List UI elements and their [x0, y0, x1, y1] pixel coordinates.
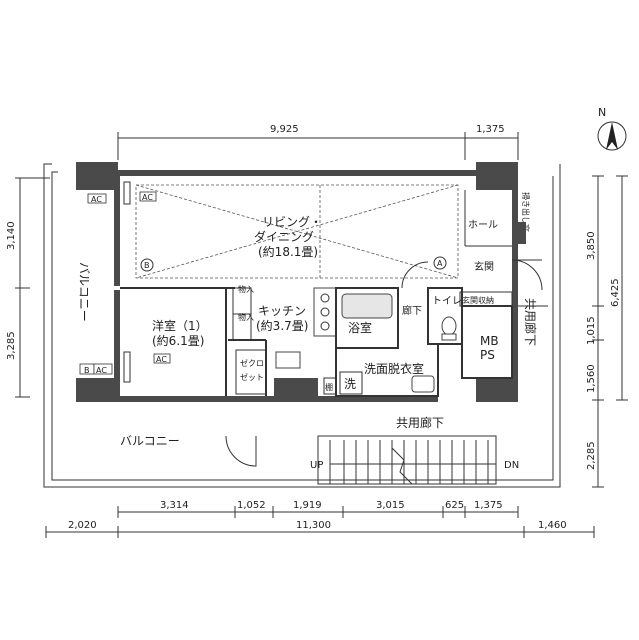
balcony-left-area: AC バルコニー B AC — [77, 193, 113, 375]
balcony-outline — [43, 163, 561, 488]
top-dimension-line: 9,925 1,375 — [117, 124, 519, 160]
common-corridor-right: 共用廊下 — [518, 298, 548, 346]
north-arrow: N — [597, 106, 627, 151]
ac-marker-2: AC — [142, 193, 153, 202]
dim-bottom-1: 3,314 — [160, 500, 189, 511]
common-corridor-right-label: 共用廊下 — [523, 298, 538, 346]
corridor-toilet: 廊下 トイレ — [401, 261, 463, 345]
columns — [76, 162, 518, 402]
entrance-storage-label: 玄関収納 — [462, 295, 494, 305]
toilet-label: トイレ — [432, 296, 462, 307]
bottom-dimension-lines: 3,314 1,052 1,919 3,015 625 1,375 2,020 … — [45, 500, 595, 538]
hall-label: ホール — [468, 219, 498, 231]
ceiling-marker-a: A — [437, 259, 443, 268]
washroom: 洗面脱衣室 洗 棚 — [323, 344, 439, 397]
dim-bottom-row2-3: 1,460 — [538, 520, 567, 531]
ac-marker-1: AC — [91, 195, 102, 204]
western-room: 洋室（1） (約6.1畳) AC — [123, 288, 227, 396]
dim-right-2: 1,015 — [586, 316, 597, 345]
common-corridor-bottom-label: 共用廊下 — [396, 415, 444, 430]
ceiling-marker-b: B — [144, 261, 150, 270]
closet-label-2: ゼット — [240, 372, 264, 382]
living-dining-room: リビング・ ダイニング (約18.1畳) B A AC — [120, 181, 459, 289]
kitchen-label-2: (約3.7畳) — [256, 318, 308, 333]
dim-bottom-row2-1: 2,020 — [68, 520, 97, 531]
bath-label: 浴室 — [348, 320, 372, 335]
dim-left-1: 3,140 — [6, 221, 17, 250]
dim-right-3: 1,560 — [586, 364, 597, 393]
western-label-2: (約6.1畳) — [152, 333, 204, 348]
closet-label-1: ゼクロ — [240, 358, 264, 368]
dim-bottom-2: 1,052 — [237, 500, 266, 511]
mbps-area: MB PS — [461, 305, 513, 379]
entrance-label: 玄関 — [474, 260, 494, 273]
corridor-label: 廊下 — [402, 304, 422, 317]
b-marker: B — [84, 366, 90, 375]
right-dimension-lines: 3,850 1,015 1,560 2,285 6,425 — [586, 175, 628, 488]
north-label: N — [598, 106, 606, 119]
exterior-walls — [76, 170, 518, 402]
ac-marker-3: AC — [156, 355, 167, 364]
dim-right-1: 3,850 — [586, 231, 597, 260]
bathroom: 浴室 — [335, 287, 399, 349]
balcony-bottom-label: バルコニー — [120, 434, 180, 448]
living-label-3: (約18.1畳) — [258, 244, 318, 259]
western-label-1: 洋室（1） — [152, 318, 208, 333]
dim-left-2: 3,285 — [6, 331, 17, 360]
stairs-down-label: DN — [504, 460, 519, 471]
dim-bottom-3: 1,919 — [293, 500, 322, 511]
balcony-left-label: バルコニー — [77, 262, 91, 322]
mbps-label-2: PS — [480, 348, 495, 362]
shelf-label: 棚 — [325, 382, 333, 392]
living-label-1: リビング・ — [262, 215, 322, 229]
kitchen-label-1: キッチン — [258, 304, 306, 318]
dim-bottom-4: 3,015 — [376, 500, 405, 511]
dim-right-4: 2,285 — [586, 441, 597, 470]
kitchen-room: 物入 物入 キッチン (約3.7畳) ゼクロ ゼット — [228, 284, 337, 396]
stairs-up-label: UP — [310, 460, 323, 471]
living-label-2: ダイニング — [254, 229, 314, 244]
mbps-label-1: MB — [480, 334, 499, 348]
wash-mark-label: 洗 — [344, 377, 356, 391]
storage-2-label: 物入 — [238, 312, 254, 322]
ac-marker-4: AC — [96, 366, 107, 375]
dim-bottom-6: 1,375 — [474, 500, 503, 511]
bottom-area: バルコニー 共用廊下 UP DN — [120, 415, 519, 485]
hall-area: ホール 掃き出し窓 玄関 玄関収納 — [459, 190, 543, 307]
dim-top-2: 1,375 — [476, 124, 505, 135]
dim-top-1: 9,925 — [270, 124, 299, 135]
washroom-label: 洗面脱衣室 — [364, 361, 424, 376]
dim-bottom-5: 625 — [445, 500, 464, 511]
sweep-window-label: 掃き出し窓 — [521, 192, 531, 232]
storage-1-label: 物入 — [238, 284, 254, 294]
left-dimension-line: 3,140 3,285 — [6, 177, 50, 398]
dim-bottom-row2-2: 11,300 — [296, 520, 331, 531]
dim-right-outer: 6,425 — [610, 278, 621, 307]
